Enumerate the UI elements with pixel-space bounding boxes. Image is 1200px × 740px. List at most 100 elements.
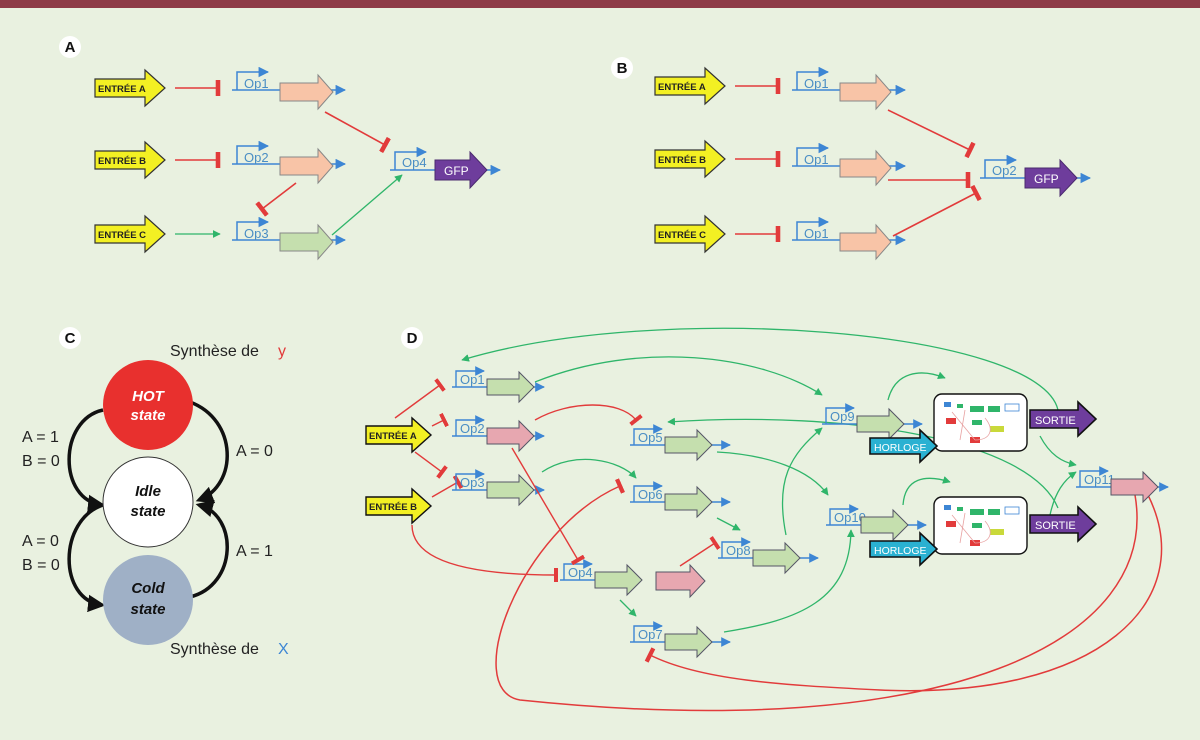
- synth-bottom-label: Synthèse de: [170, 641, 259, 658]
- panel-b: B ENTRÉE A ENTRÉE B ENTRÉE C Op1 Op1: [611, 57, 1092, 261]
- activation-edge: [781, 427, 823, 536]
- gene-arrow: [860, 508, 909, 542]
- input-c: ENTRÉE C: [94, 214, 166, 254]
- activation-edge: [887, 371, 946, 401]
- input-a: ENTRÉE A: [94, 68, 166, 108]
- operon-op2: Op2 GFP: [980, 154, 1092, 198]
- op9-label: Op9: [830, 409, 855, 424]
- synth-bottom-var: X: [278, 641, 289, 658]
- input-a-label: ENTRÉE A: [98, 84, 146, 95]
- input-a: ENTRÉE A: [654, 66, 726, 106]
- transition-idle-cold: [67, 503, 106, 613]
- gene-arrow: [594, 563, 643, 597]
- gene-arrow: [655, 563, 706, 599]
- mini-circuit-top: [933, 393, 1028, 452]
- activation-edge: [1049, 471, 1077, 516]
- operon-op1: Op1: [232, 66, 347, 111]
- cold-state: Cold state: [103, 555, 193, 645]
- panel-d-badge: [401, 327, 423, 349]
- top-bar: [0, 0, 1200, 8]
- idle-state-line2: state: [130, 503, 165, 520]
- input-b-label: ENTRÉE B: [658, 155, 706, 166]
- panel-a: A ENTRÉE A ENTRÉE B ENTRÉE C Op1: [59, 36, 502, 261]
- input-c-label: ENTRÉE C: [98, 230, 146, 241]
- gene-arrow: [752, 541, 801, 575]
- transition-cold-idle: [189, 500, 229, 599]
- repression-edge: [431, 474, 464, 498]
- op2-label: Op2: [244, 150, 269, 165]
- operon-op1-b: Op1: [792, 142, 907, 187]
- operon-op2: Op2: [452, 415, 545, 453]
- repression-edge: [887, 109, 976, 159]
- cond-right-top: A = 0: [236, 443, 273, 460]
- activation-edge: [902, 476, 951, 506]
- synth-top-label: Synthèse de: [170, 343, 259, 360]
- activation-edge: [331, 174, 403, 236]
- hot-state: HOT state: [103, 360, 193, 450]
- operon-op8: Op8: [718, 537, 819, 575]
- input-a-label: ENTRÉE A: [369, 431, 417, 442]
- op4-label: Op4: [568, 565, 593, 580]
- transition-hot-idle: [189, 400, 229, 504]
- operon-op1-c: Op1: [792, 216, 907, 261]
- hot-state-line2: state: [130, 407, 165, 424]
- op1-label: Op1: [244, 76, 269, 91]
- horloge-label: HORLOGE: [874, 545, 927, 557]
- cold-state-line1: Cold: [131, 580, 165, 597]
- repression-edge: [255, 182, 297, 217]
- horloge-label: HORLOGE: [874, 442, 927, 454]
- operon-op4: Op4: [560, 559, 643, 597]
- operon-op7: Op7: [630, 621, 731, 659]
- sortie-top: SORTIE: [1029, 400, 1098, 438]
- panel-c-badge: [59, 327, 81, 349]
- op-label: Op1: [804, 226, 829, 241]
- op3-label: Op3: [460, 475, 485, 490]
- repression-edge: [411, 524, 559, 583]
- op1-label: Op1: [460, 372, 485, 387]
- operon-op9: Op9: [822, 403, 923, 441]
- gene-arrow: [486, 370, 535, 404]
- gene-arrow: [664, 625, 713, 659]
- sortie-label: SORTIE: [1035, 520, 1076, 532]
- sortie-bottom: SORTIE: [1029, 505, 1098, 543]
- panel-c: C Synthèse de y Synthèse de X HOT state …: [22, 327, 289, 658]
- gene-arrow: [1110, 470, 1159, 504]
- activation-edge: [461, 327, 1059, 411]
- horloge-bottom: HORLOGE: [869, 531, 939, 567]
- repression-edge: [679, 536, 721, 567]
- activation-edge: [619, 599, 637, 617]
- idle-state: Idle state: [102, 456, 194, 548]
- panel-d-label: D: [407, 330, 418, 347]
- op3-label: Op3: [244, 226, 269, 241]
- panel-d: D ENTRÉE A ENTRÉE B Op1Op2Op3Op4Op5Op6Op…: [365, 327, 1169, 712]
- panel-b-badge: [611, 57, 633, 79]
- op10-label: Op10: [834, 510, 866, 525]
- repression-edge: [534, 404, 643, 426]
- hot-state-line1: HOT: [132, 388, 166, 405]
- activation-edge: [534, 356, 823, 396]
- input-b-label: ENTRÉE B: [369, 502, 417, 513]
- operon-op4: Op4 GFP: [390, 146, 502, 190]
- horloge-top: HORLOGE: [869, 428, 939, 464]
- gfp-label: GFP: [444, 164, 469, 178]
- panel-b-label: B: [617, 60, 628, 77]
- cond-right-bottom: A = 1: [236, 543, 273, 560]
- input-b-label: ENTRÉE B: [98, 156, 146, 167]
- gfp-label: GFP: [1034, 172, 1059, 186]
- cond-left-bottom-1: A = 0: [22, 533, 59, 550]
- op5-label: Op5: [638, 430, 663, 445]
- op7-label: Op7: [638, 627, 663, 642]
- gene-arrow: [486, 419, 535, 453]
- repression-edge: [644, 494, 1163, 692]
- repression-edge: [394, 378, 446, 419]
- repression-edge: [324, 111, 391, 154]
- operon-op1-a: Op1: [792, 66, 907, 111]
- operon-op6: Op6: [630, 481, 731, 519]
- repression-edge: [414, 451, 448, 479]
- gene-arrow: [856, 407, 905, 441]
- input-a-label: ENTRÉE A: [658, 82, 706, 93]
- activation-edge: [541, 458, 637, 479]
- input-b: ENTRÉE B: [94, 140, 166, 180]
- activation-edge: [716, 451, 829, 496]
